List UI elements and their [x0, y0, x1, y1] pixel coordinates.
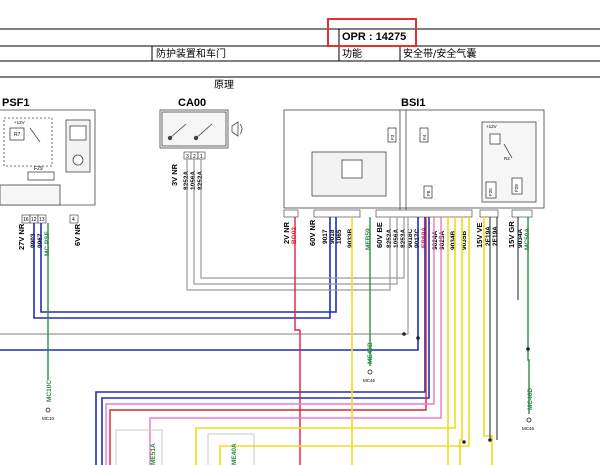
- psf1-supply: +12V: [14, 120, 25, 125]
- bsi1-fuse-3: F8: [426, 190, 431, 196]
- splice-dots: [402, 332, 530, 444]
- psf1-pin-3: 13: [39, 217, 45, 223]
- bsi1-wire-nr-1: 9017: [322, 229, 329, 244]
- ground-label-2: MC10: [42, 416, 55, 421]
- bsi1-wire-nr-3: 1065: [336, 229, 343, 244]
- bsi1-wire-be-9: 9034B: [450, 231, 457, 250]
- green-wires: [47, 217, 530, 414]
- bsi1-fuse-2: F4: [422, 134, 427, 140]
- bsi1-conn-e-label: 15V GR: [507, 221, 516, 248]
- yellow-wires: [195, 217, 493, 465]
- bsi1-conn-c-label: 60V BE: [375, 222, 384, 248]
- psf1-fuse: F29: [34, 166, 43, 172]
- ground-label-4: MC46: [363, 378, 376, 383]
- psf1-conn-label-left: 27V NR: [17, 223, 26, 250]
- bottom-label-2: ME40A: [231, 443, 238, 465]
- ground-label-5: MC46D: [527, 388, 534, 410]
- bsi1-conn-a-label: 2V NR: [282, 221, 291, 244]
- red-wires: [109, 217, 427, 465]
- bottom-connector-frames: [115, 429, 255, 465]
- psf1-pin-4: 4: [72, 217, 75, 223]
- bsi1-conn-d-label: 15V VE: [475, 223, 484, 248]
- bsi1-box: [283, 109, 545, 210]
- black-wires: [489, 217, 519, 440]
- pink-wires: [105, 217, 442, 465]
- gray-wires: [0, 159, 409, 335]
- psf1-box: [0, 109, 96, 206]
- bsi1-conn-b-label: 60V NR: [308, 219, 317, 246]
- psf1-pin-2: 12: [31, 217, 37, 223]
- ca00-box: [159, 109, 243, 149]
- psf1-pin-1: 16: [23, 217, 29, 223]
- section-label: 防护装置和车门: [156, 47, 226, 60]
- ca00-conn-label: 3V NR: [170, 163, 179, 186]
- function-label: 功能: [342, 47, 362, 60]
- bsi1-fuse-4: F25: [488, 188, 493, 196]
- bsi1-fuse-5: F28: [514, 184, 519, 192]
- diagram-type: 原理: [214, 79, 234, 91]
- bsi1-supply: +12V: [486, 124, 497, 129]
- psf1-relay: R7: [14, 132, 21, 138]
- opr-number: OPR : 14275: [342, 31, 406, 43]
- bsi1-wire-be-4: 9018C: [407, 229, 414, 248]
- ca00-title: CA00: [178, 97, 206, 109]
- ground-label-1: MC10C: [46, 380, 53, 402]
- bsi1-wire-ve-1: 2E19A: [485, 226, 492, 246]
- ca00-pin-1: 1: [200, 154, 203, 160]
- ca00-pin-3: 3: [186, 154, 189, 160]
- bsi1-wire-be-8: 9025A: [439, 231, 446, 250]
- ground-label-6: MC46: [522, 426, 535, 431]
- opr-highlight-box: [327, 18, 417, 47]
- ground-symbols: [45, 369, 532, 423]
- ca00-pin-2: 2: [193, 154, 196, 160]
- bsi1-wire-nr-4: 9033B: [347, 229, 354, 248]
- ground-label-3: ME46B: [367, 342, 374, 364]
- bsi1-wire-be-7: 9024A: [432, 231, 439, 250]
- bsi1-relay: R2: [504, 156, 510, 161]
- psf1-title: PSF1: [2, 97, 30, 109]
- bsi1-fuse-1: F3: [390, 134, 395, 140]
- bsi1-wire-ve-2: 2E19A: [492, 226, 499, 246]
- bsi1-wire-be-10: 9035B: [461, 231, 468, 250]
- bsi1-pin-strips: [283, 209, 533, 218]
- psf1-conn-label-right: 6V NR: [73, 223, 82, 246]
- blue-wires: [0, 217, 430, 465]
- bsi1-title: BSI1: [401, 97, 425, 109]
- bottom-label-1: ME51A: [150, 443, 157, 465]
- bsi1-wire-gr-1: 9034A: [517, 229, 524, 248]
- bsi1-wire-green-1: MEB59: [365, 228, 372, 250]
- function-value: 安全带/安全气囊: [403, 47, 476, 60]
- bsi1-wire-nr-2: 9018: [329, 229, 336, 244]
- header-frame: [0, 28, 600, 78]
